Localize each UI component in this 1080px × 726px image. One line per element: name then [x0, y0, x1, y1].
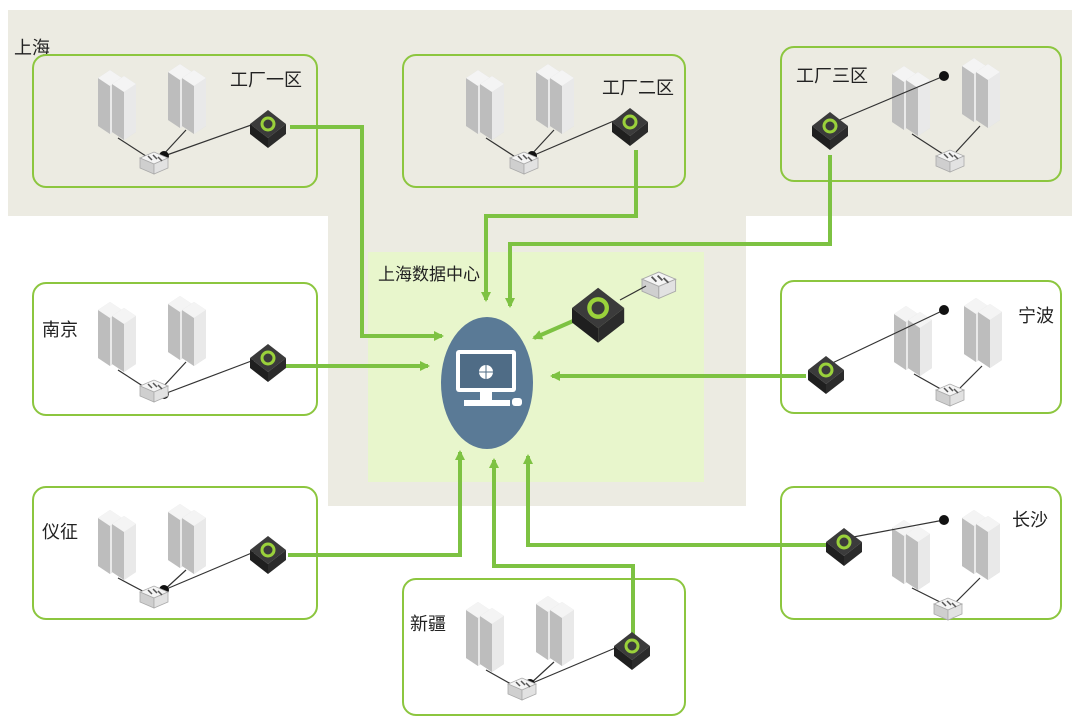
site-equipment-factory-3: [810, 58, 1000, 173]
site-equipment-nanjing: [98, 296, 288, 403]
site-label-nanjing: 南京: [42, 320, 78, 341]
link-xinjiang: [489, 458, 635, 640]
site-equipment-ningbo: [806, 298, 1002, 407]
site-label-changsha: 长沙: [1012, 510, 1048, 531]
site-box-nanjing: [32, 282, 318, 416]
site-label-yizheng: 仪征: [42, 522, 78, 543]
site-label-xinjiang: 新疆: [410, 614, 446, 635]
link-changsha: [523, 454, 828, 547]
datacenter-label: 上海数据中心: [378, 265, 480, 285]
site-equipment-factory-2: [466, 64, 650, 175]
site-label-factory-3: 工厂三区: [796, 66, 868, 87]
link-factory-2: [481, 150, 638, 302]
datacenter-hub-icon: [441, 317, 533, 449]
link-factory-3: [505, 155, 832, 308]
dc-gateway-icon: [572, 288, 624, 343]
site-label-factory-1: 工厂一区: [230, 70, 302, 91]
site-box-ningbo: [780, 280, 1062, 414]
site-equipment-xinjiang: [466, 596, 652, 701]
site-label-factory-2: 工厂二区: [602, 78, 674, 99]
site-label-ningbo: 宁波: [1018, 306, 1054, 327]
link-yizheng: [288, 450, 465, 557]
site-equipment-yizheng: [98, 504, 288, 609]
site-equipment-changsha: [824, 510, 1000, 621]
site-box-xinjiang: [402, 578, 686, 716]
site-box-factory-1: [32, 54, 318, 188]
region-label: 上海: [14, 38, 50, 59]
link-factory-1: [290, 125, 444, 341]
site-equipment-factory-1: [98, 64, 288, 175]
site-box-factory-3: [780, 46, 1062, 182]
site-box-factory-2: [402, 54, 686, 188]
site-box-changsha: [780, 486, 1062, 620]
dc-switch-icon: [641, 271, 677, 300]
